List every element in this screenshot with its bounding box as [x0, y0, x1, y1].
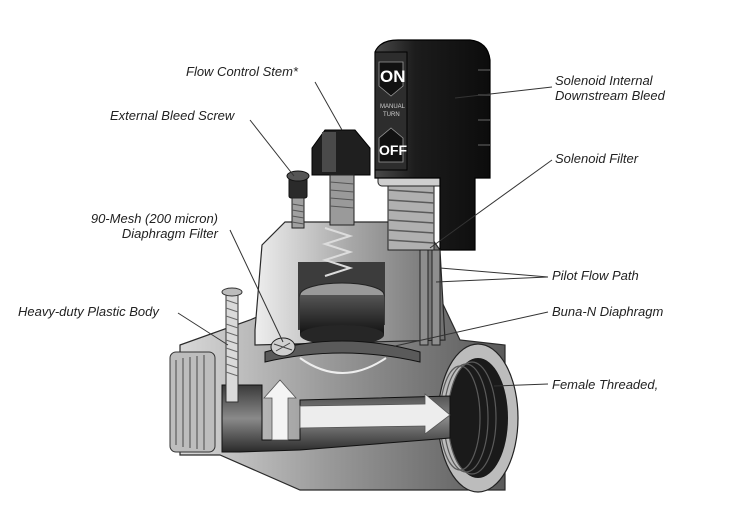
on-arrow-icon — [378, 61, 404, 97]
external-bleed-screw — [286, 170, 310, 229]
leader-lines — [177, 81, 553, 387]
outlet-flow-arrow — [299, 393, 451, 435]
label-mesh-filter-line2: Diaphragm Filter — [121, 226, 218, 241]
bonnet — [254, 221, 446, 346]
inlet-thread — [169, 351, 216, 453]
solenoid — [374, 39, 491, 251]
label-diaphragm: Buna-N Diaphragm — [552, 304, 664, 319]
solenoid-manual-text-2: TURN — [383, 112, 400, 118]
label-external-bleed-screw: External Bleed Screw — [110, 108, 235, 123]
diaphragm-filter — [270, 337, 296, 357]
label-female-threaded: Female Threaded, — [552, 377, 659, 392]
pilot-flow-tubes — [419, 249, 441, 346]
label-solenoid-bleed-line1: Solenoid Internal — [555, 73, 653, 88]
solenoid-manual-text-1: MANUAL — [380, 104, 406, 110]
label-solenoid-bleed-line2: Downstream Bleed — [555, 88, 665, 103]
flow-control-stem — [311, 129, 371, 226]
label-solenoid-filter: Solenoid Filter — [555, 151, 639, 166]
spring — [321, 227, 354, 277]
valve-body — [169, 297, 519, 493]
off-arrow-icon — [378, 127, 404, 163]
label-flow-control-stem: Flow Control Stem* — [186, 64, 298, 79]
inlet-flow-arrow — [263, 379, 297, 441]
diaphragm — [264, 340, 421, 374]
label-mesh-filter-line1: 90-Mesh (200 micron) — [90, 211, 218, 226]
solenoid-on-text: ON — [380, 67, 406, 86]
solenoid-off-text: OFF — [379, 142, 407, 158]
label-plastic-body: Heavy-duty Plastic Body — [18, 304, 159, 319]
label-pilot-flow-path: Pilot Flow Path — [552, 268, 639, 283]
body-bolt — [221, 287, 243, 403]
